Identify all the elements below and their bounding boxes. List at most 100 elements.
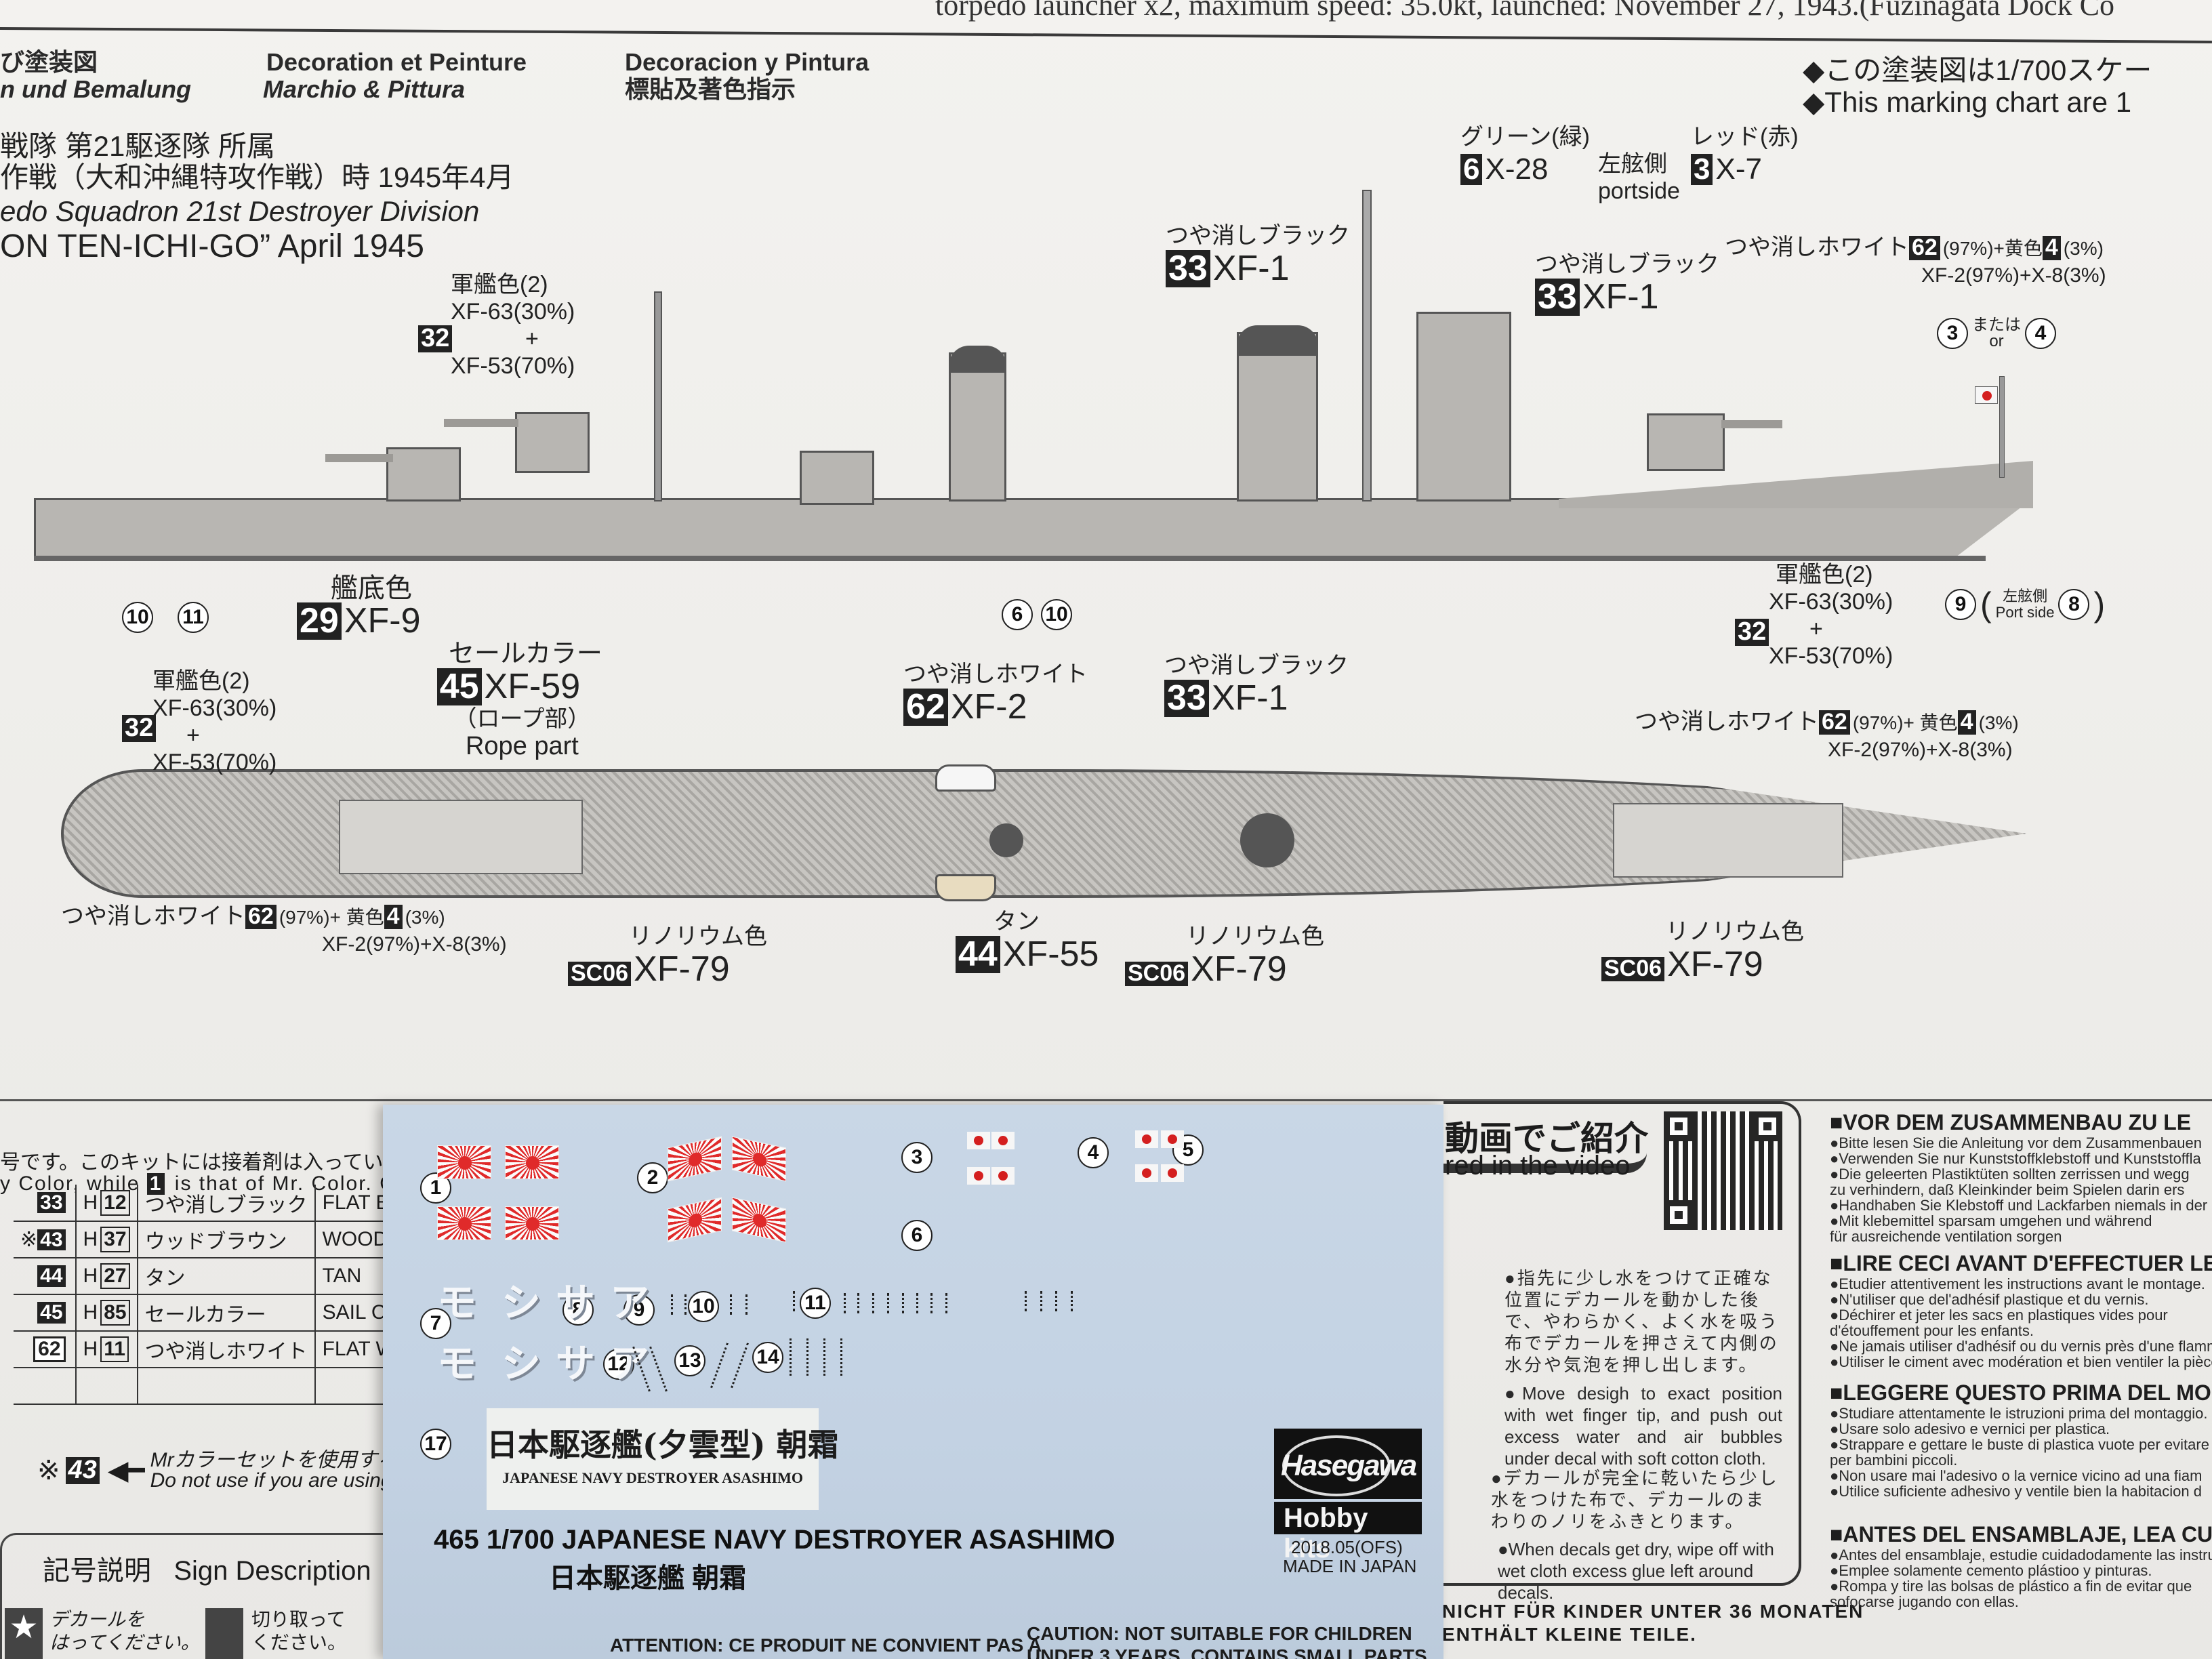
fwd-deck-area: [1613, 803, 1843, 878]
safety-title-it: ■LEGGERE QUESTO PRIMA DEL MO: [1830, 1380, 2211, 1405]
draft-mark: [731, 1343, 750, 1389]
table-row: [14, 1368, 445, 1405]
hasegawa-logo: Hasegawa Hobby kits: [1274, 1429, 1422, 1563]
safety-title-es: ■ANTES DEL ENSAMBLAJE, LEA CUIDADOSAM: [1830, 1522, 2212, 1547]
kana-decal: シ: [501, 1342, 541, 1386]
gun-barrel: [325, 454, 393, 462]
title-zh: 標貼及著色指示: [625, 75, 796, 103]
funnel-cap-1: [949, 346, 1006, 373]
unit-ja-2: 作戦（大和沖縄特攻作戦）時 1945年4月: [0, 161, 514, 193]
safety-items-es: ●Antes del ensamblaje, estudie cuidadoda…: [1830, 1547, 2212, 1610]
draft-mark: [671, 1294, 674, 1315]
qr-code[interactable]: [1664, 1111, 1782, 1230]
label-portside: 左舷側 portside: [1598, 151, 1680, 204]
decal-refs-mid: 6 10: [1002, 599, 1072, 630]
rising-sun-flag-icon: [505, 1145, 559, 1179]
draft-mark: [945, 1293, 948, 1313]
section-divider: [0, 1099, 2212, 1101]
product-title: 465 1/700 JAPANESE NAVY DESTROYER ASASHI…: [434, 1525, 1115, 1555]
gun-barrel: [1721, 420, 1782, 428]
caution-de-2: ENTHÄLT KLEINE TEILE.: [1442, 1624, 1697, 1645]
safety-title-fr: ■LIRE CECI AVANT D'EFFECTUER LE: [1830, 1251, 2212, 1275]
decal-num: 6: [901, 1220, 933, 1251]
decal-num: 1: [420, 1172, 451, 1204]
draft-mark: [887, 1293, 890, 1313]
draft-mark: [1055, 1291, 1058, 1311]
decal-num: 4: [1078, 1137, 1109, 1168]
japan-flag-icon: [1161, 1164, 1184, 1182]
japan-flag-icon: [1135, 1130, 1158, 1148]
japan-flag-icon: [991, 1167, 1015, 1185]
cut-icon: [205, 1608, 243, 1659]
safety-items-de: ●Bitte lesen Sie die Anleitung vor dem Z…: [1830, 1134, 2212, 1245]
funnel-1: [949, 352, 1006, 501]
funnel-2: [1237, 332, 1318, 501]
decal-num: 14: [752, 1342, 783, 1373]
caution-fr: ATTENTION: CE PRODUIT NE CONVIENT PAS A: [610, 1635, 1042, 1656]
scale-note-en: ◆This marking chart are 1: [1803, 86, 2132, 118]
draft-mark: [649, 1346, 668, 1392]
kana-decal: ア: [610, 1342, 650, 1386]
rising-sun-flag-icon: [437, 1206, 491, 1240]
draft-mark: [857, 1293, 860, 1313]
draft-mark: [790, 1338, 792, 1376]
draft-mark: [840, 1338, 843, 1376]
foremast: [1362, 190, 1372, 501]
label-hull-grey-bow: 軍艦色(2) 32 XF-63(30%) + XF-53(70%): [1735, 561, 1893, 670]
arrow-left-icon: ◀━: [107, 1456, 145, 1486]
kana-decal: ア: [610, 1281, 650, 1325]
boat-white: [935, 764, 996, 792]
safety-items-it: ●Studiare attentamente le istruzioni pri…: [1830, 1405, 2212, 1500]
draft-mark: [1040, 1291, 1043, 1311]
rising-sun-flag-icon: [437, 1145, 491, 1179]
draft-mark: [823, 1338, 826, 1376]
draft-mark: [844, 1293, 846, 1313]
decal-num: 10: [688, 1291, 719, 1322]
kana-decal: モ: [437, 1281, 477, 1325]
scale-note-ja: ◆この塗装図は1/700スケー: [1803, 54, 2152, 86]
decal-num: 3: [901, 1142, 933, 1173]
print-code: 2018.05(OFS): [1291, 1537, 1403, 1557]
kana-decal: シ: [501, 1281, 541, 1325]
kana-decal: サ: [556, 1342, 596, 1386]
color-intro-ja: 号です。このキットには接着剤は入っていません: [0, 1151, 444, 1174]
aft-deck-area: [339, 800, 583, 874]
title-ja: び塗装図: [0, 48, 98, 76]
jack-flag-icon: [1975, 386, 1998, 404]
turret-3: [386, 447, 461, 501]
unit-en-1: edo Squadron 21st Destroyer Division: [0, 195, 480, 227]
rising-sun-flag-icon: [732, 1197, 786, 1243]
unit-en-2: ON TEN-ICHI-GO” April 1945: [0, 228, 424, 264]
rising-sun-flag-icon: [668, 1197, 722, 1243]
star-icon: ★: [5, 1608, 43, 1659]
decal-num: 8: [562, 1294, 594, 1326]
title-fr: Decoration et Peinture: [266, 48, 527, 76]
decal-instructions-box: [1443, 1101, 1801, 1586]
video-header-band: [1443, 1101, 1647, 1173]
title-it: Marchio & Pittura: [263, 75, 466, 103]
decal-sheet: 1 2 3 4 5 6 7 8 9 10 11 12 13 14 15 16 1…: [383, 1105, 1443, 1659]
gun-barrel: [444, 419, 518, 427]
caution-de-1: NICHT FÜR KINDER UNTER 36 MONATEN: [1442, 1601, 1864, 1622]
safety-column: ■VOR DEM ZUSAMMENBAU ZU LE ●Bitte lesen …: [1830, 1110, 2212, 1610]
video-title-en: red in the video: [1445, 1151, 1631, 1181]
draft-mark: [930, 1293, 933, 1313]
plan-label-hull-grey: 軍艦色(2) 32 XF-63(30%) + XF-53(70%): [122, 668, 276, 776]
